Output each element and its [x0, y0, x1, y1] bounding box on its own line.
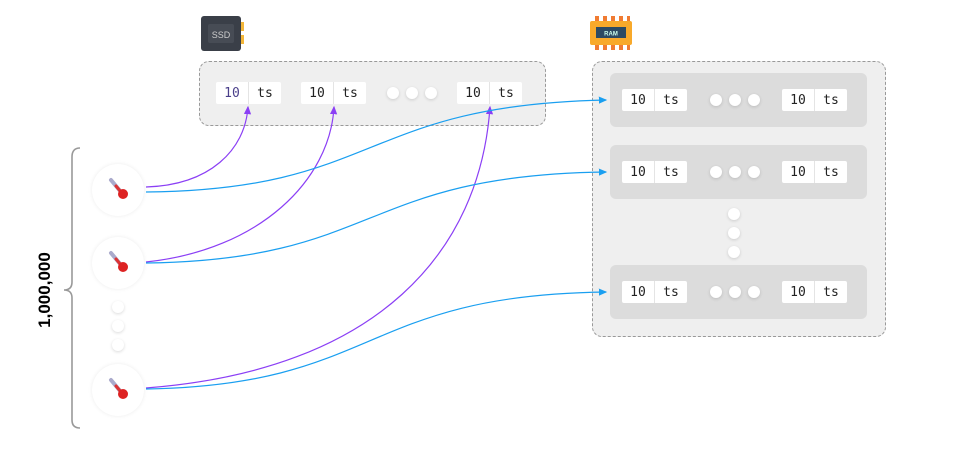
ellipsis-dot [710, 94, 722, 106]
ellipsis-dot [729, 166, 741, 178]
ellipsis-dot [728, 208, 740, 220]
memory-write-arrow [145, 96, 608, 193]
ssd-icon: SSD [201, 16, 244, 51]
ellipsis-dot [729, 94, 741, 106]
svg-text:RAM: RAM [604, 32, 618, 38]
ellipsis-dot [387, 87, 399, 99]
memory-write-arrow [145, 168, 608, 264]
ellipsis-dot [728, 227, 740, 239]
disk-write-arrow [145, 105, 494, 389]
thermometer-icon [109, 378, 130, 401]
disk-write-arrow [145, 105, 338, 263]
ellipsis-dot [112, 320, 124, 332]
svg-text:SSD: SSD [212, 30, 231, 40]
ellipsis-dot [406, 87, 418, 99]
ellipsis-dot [112, 339, 124, 351]
ellipsis-dot [729, 286, 741, 298]
ram-icon: RAM [590, 16, 632, 50]
ellipsis-dot [728, 246, 740, 258]
ellipsis-dot [425, 87, 437, 99]
disk-write-arrow [145, 105, 252, 188]
ellipsis-dot [748, 94, 760, 106]
thermometer-icon [109, 178, 130, 201]
curly-brace [63, 147, 81, 429]
ellipsis-dot [710, 286, 722, 298]
ellipsis-dot [748, 286, 760, 298]
thermometer-icon [109, 251, 130, 274]
ellipsis-dot [710, 166, 722, 178]
ellipsis-dot [112, 301, 124, 313]
memory-write-arrow [145, 288, 608, 390]
ellipsis-dot [748, 166, 760, 178]
